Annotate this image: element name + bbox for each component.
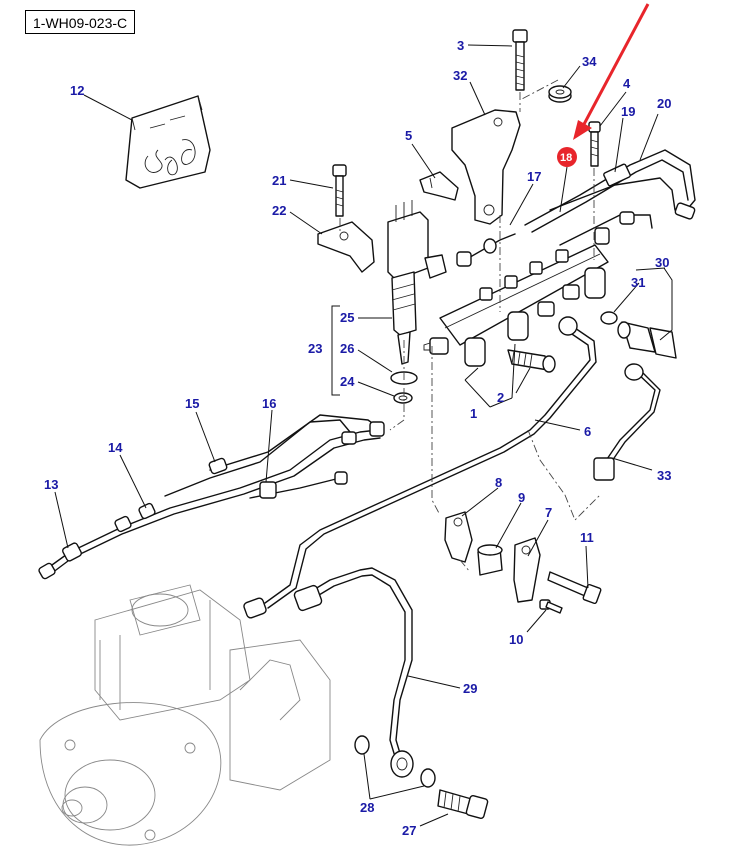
leader-lines: [54, 44, 673, 827]
fuel-pipe-part-29-drawing: [293, 567, 414, 778]
leak-off-pipe-part-20-drawing: [524, 149, 696, 246]
harness-part-33-drawing: [593, 363, 661, 481]
callout-1: 1: [470, 406, 477, 421]
highlight-badge-18: [557, 147, 577, 167]
callout-9: 9: [518, 490, 525, 505]
bracket-part-32-drawing: [451, 109, 521, 225]
callout-4: 4: [623, 76, 631, 91]
callout-20: 20: [657, 96, 671, 111]
bolt-part-10-drawing: [539, 599, 563, 614]
callout-2: 2: [497, 390, 504, 405]
seal-washer-part-24-drawing: [393, 392, 413, 404]
callout-32: 32: [453, 68, 467, 83]
callout-24: 24: [340, 374, 355, 389]
banjo-bolt-part-27-drawing: [437, 789, 489, 820]
callout-10: 10: [509, 632, 523, 647]
bracket-part-8-drawing: [444, 511, 473, 563]
callout-30: 30: [655, 255, 669, 270]
callout-26: 26: [340, 341, 354, 356]
callout-31: 31: [631, 275, 645, 290]
washer-part-28b-drawing: [420, 768, 436, 788]
diagram-reference-label: 1-WH09-023-C: [25, 10, 136, 34]
bolt-part-3-drawing: [512, 29, 528, 91]
callout-12: 12: [70, 83, 84, 98]
highlight-arrow: [573, 3, 650, 140]
callout-25: 25: [340, 310, 354, 325]
callout-16: 16: [262, 396, 276, 411]
callout-28: 28: [360, 800, 374, 815]
injector-clamp-part-22-drawing: [317, 221, 375, 273]
fuel-rail-drawing: [423, 244, 609, 355]
callout-21: 21: [272, 173, 286, 188]
bolt-part-21-drawing: [332, 164, 347, 217]
callout-22: 22: [272, 203, 286, 218]
bushing-part-9-drawing: [477, 544, 503, 576]
callout-27: 27: [402, 823, 416, 838]
fitting-part-17-drawing: [456, 233, 516, 267]
leak-off-hose-assembly-drawing: [38, 414, 385, 580]
callout-18: 18: [560, 152, 572, 164]
seal-part-31-drawing: [600, 311, 618, 325]
washer-part-34-drawing: [548, 85, 572, 103]
gasket-kit-bag-drawing: [125, 95, 211, 189]
bolt-part-11-drawing: [547, 571, 602, 605]
callout-19: 19: [621, 104, 635, 119]
callout-13: 13: [44, 477, 58, 492]
injector-part-25-drawing: [387, 200, 447, 365]
fuel-line-part-6-drawing: [243, 316, 597, 619]
callout-7: 7: [545, 505, 552, 520]
washer-part-28a-drawing: [354, 735, 370, 755]
callout-5: 5: [405, 128, 412, 143]
callout-8: 8: [495, 475, 502, 490]
callout-11: 11: [580, 530, 594, 545]
callout-14: 14: [108, 440, 123, 455]
callout-33: 33: [657, 468, 671, 483]
callout-29: 29: [463, 681, 477, 696]
callout-15: 15: [185, 396, 199, 411]
centre-lines: [339, 79, 601, 573]
callout-6: 6: [584, 424, 591, 439]
callout-17: 17: [527, 169, 541, 184]
callout-labels: 1 2 3 4 5 6 7 8 9 10 11 12 13 14 15 16 1…: [44, 38, 671, 838]
fuel-injection-pump-ghost-drawing: [39, 584, 331, 846]
pressure-sensor-part-30-drawing: [617, 321, 677, 359]
clamp-part-5-drawing: [419, 171, 459, 201]
callout-23: 23: [308, 341, 322, 356]
spacer-part-1-drawing: [464, 267, 606, 367]
callout-3: 3: [457, 38, 464, 53]
pressure-limiting-valve-part-2-drawing: [507, 349, 556, 373]
callout-34: 34: [582, 54, 597, 69]
bracket-part-7-drawing: [513, 537, 541, 603]
